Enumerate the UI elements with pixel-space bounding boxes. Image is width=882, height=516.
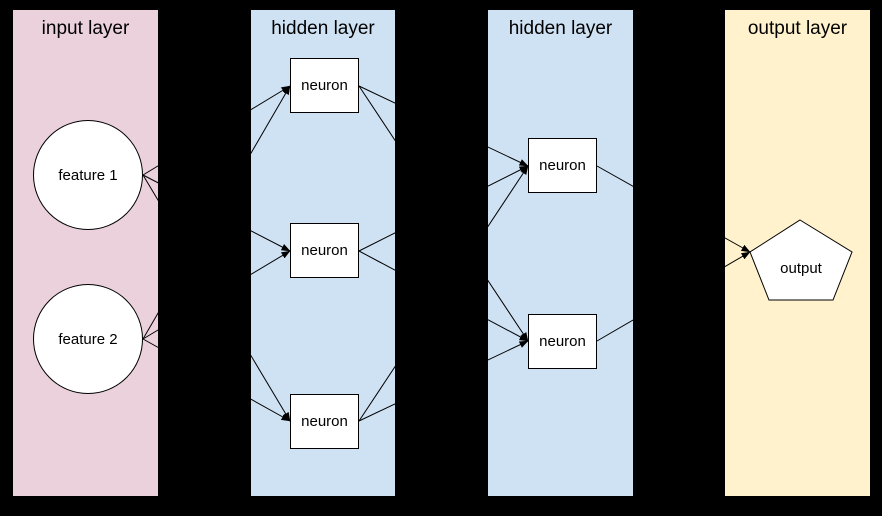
connection-lines-group <box>142 85 751 422</box>
layer-title: input layer <box>41 18 130 39</box>
node-hidden2-neuron-2: neuron <box>528 314 597 369</box>
node-feature-1: feature 1 <box>33 120 143 230</box>
layer-panel-input: input layer <box>13 10 158 496</box>
node-output-label: output <box>780 260 822 277</box>
node-label: feature 2 <box>58 330 118 348</box>
layer-title: hidden layer <box>508 18 613 39</box>
node-label: neuron <box>301 242 348 259</box>
node-hidden2-neuron-1: neuron <box>528 138 597 193</box>
layer-title: output layer <box>747 18 848 39</box>
node-label: neuron <box>301 77 348 94</box>
node-hidden1-neuron-3: neuron <box>290 394 359 449</box>
layer-panel-output: output layer <box>725 10 870 496</box>
node-label: neuron <box>301 413 348 430</box>
node-hidden1-neuron-2: neuron <box>290 223 359 278</box>
node-label: neuron <box>539 333 586 350</box>
node-label: neuron <box>539 157 586 174</box>
layer-panel-hidden-2: hidden layer <box>488 10 633 496</box>
node-hidden1-neuron-1: neuron <box>290 58 359 113</box>
layer-title: hidden layer <box>271 18 375 39</box>
node-label: feature 1 <box>58 166 118 184</box>
node-feature-2: feature 2 <box>33 284 143 394</box>
